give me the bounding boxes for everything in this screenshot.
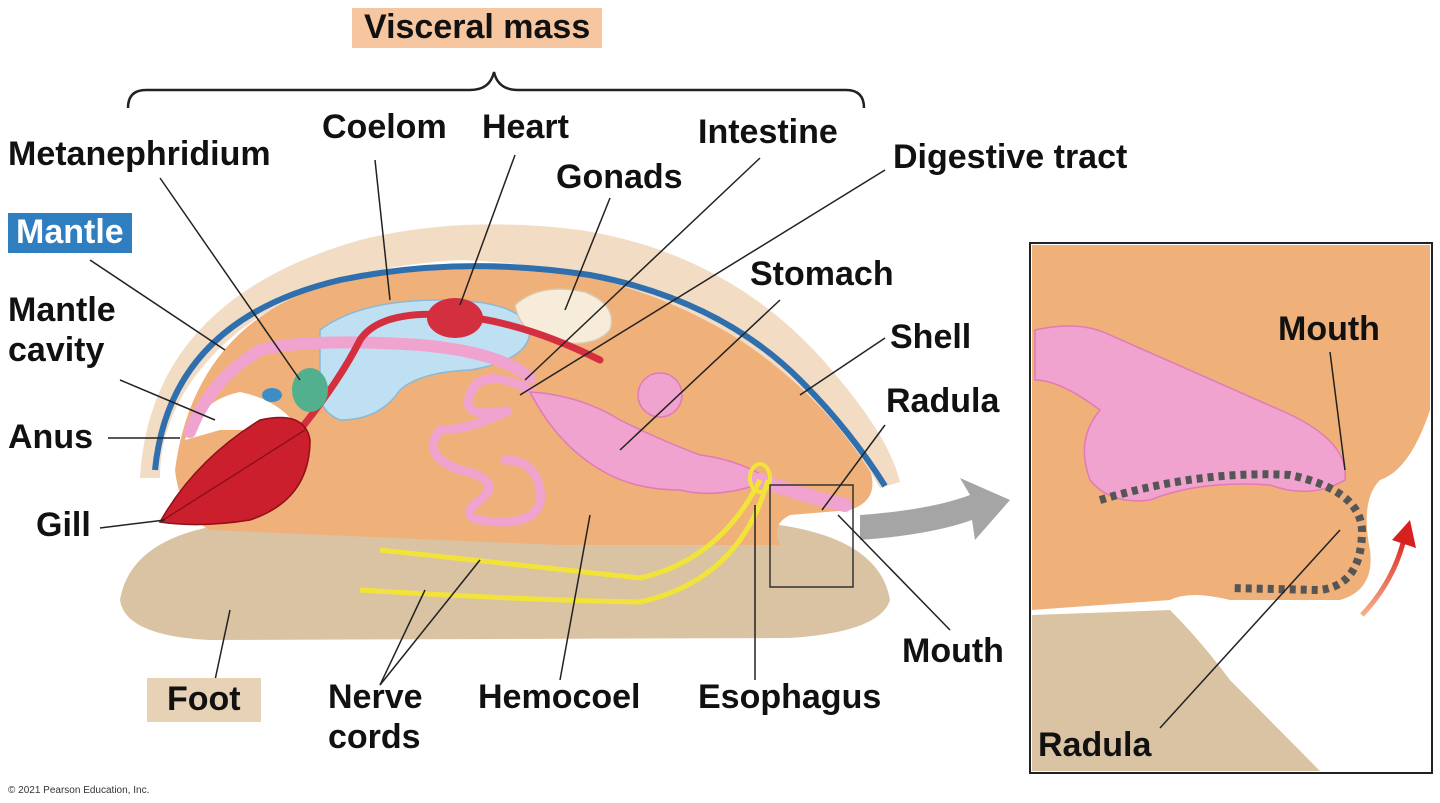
mouth-label: Mouth (902, 632, 1004, 670)
mantle-line (152, 263, 888, 488)
anus-tube (262, 388, 282, 402)
stomach-label: Stomach (750, 255, 894, 293)
digestive-tract-upper (184, 336, 536, 438)
zoom-arrow-icon (860, 478, 1010, 540)
digestive-gland (637, 372, 683, 418)
intestine-label: Intestine (698, 113, 838, 151)
foot-label: Foot (147, 678, 261, 722)
heart-label: Heart (482, 108, 569, 146)
esophagus-label: Esophagus (698, 678, 882, 716)
heart-vessel (296, 310, 604, 434)
metanephridium-shape (292, 368, 328, 412)
inset-mouth-label: Mouth (1278, 310, 1380, 348)
leader-lines (89, 154, 951, 686)
heart-shape (427, 298, 483, 338)
intestine-loops (428, 374, 546, 527)
nerve-cord-lower (359, 479, 771, 605)
coelom-label: Coelom (322, 108, 447, 146)
visceral-mass-label: Visceral mass (352, 8, 603, 48)
digestive-tract-label: Digestive tract (893, 138, 1128, 176)
shell-label: Shell (890, 318, 972, 356)
shell-shape (140, 224, 900, 488)
nerve-cords-label-line1: Nerve (328, 678, 423, 716)
visceral-mass-brace (126, 71, 866, 109)
anus-label: Anus (8, 418, 93, 456)
copyright-text: © 2021 Pearson Education, Inc. (8, 785, 150, 796)
mouth-detail-box (769, 484, 854, 588)
gill-label: Gill (36, 506, 91, 544)
nerve-cords-label-line2: cords (328, 718, 421, 756)
mantle-cavity-label-line2: cavity (8, 331, 105, 369)
gill-midrib (159, 429, 306, 523)
radula-label: Radula (886, 382, 1000, 420)
red-motion-arrow-icon (1360, 534, 1408, 617)
inset-radula-label: Radula (1038, 726, 1152, 764)
hemocoel-label: Hemocoel (478, 678, 641, 716)
mantle-label: Mantle (8, 213, 132, 253)
nerve-cord-upper (379, 478, 763, 581)
radula-ribbon (1098, 470, 1367, 595)
mantle-cavity-label-line1: Mantle (8, 291, 116, 329)
inset-panel (1029, 242, 1433, 774)
metanephridium-label: Metanephridium (8, 135, 271, 173)
gonads-label: Gonads (556, 158, 683, 196)
nerve-ring (748, 462, 772, 494)
